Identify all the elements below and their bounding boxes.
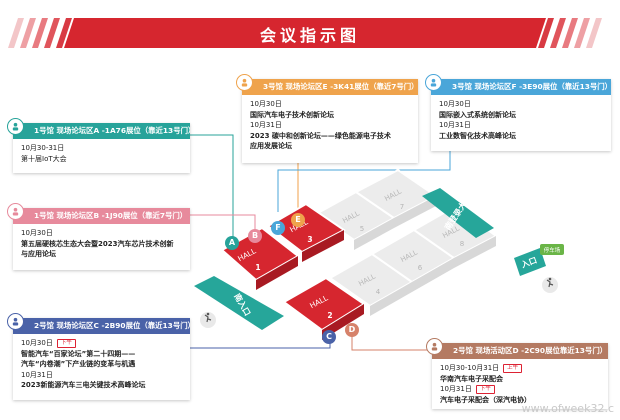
card-e-header: 3号馆 现场论坛区E -3K41展位（靠近7号门）	[242, 79, 418, 95]
card-d-tag-morning: 上午	[503, 364, 523, 373]
entrance-block	[514, 248, 546, 276]
card-a-person-icon	[7, 118, 24, 135]
card-f-event2: 工业数智化技术高峰论坛	[439, 131, 516, 140]
hall-7-number: 7	[400, 203, 404, 211]
header-banner: 会议指示图	[0, 16, 620, 58]
card-d-header: 2号馆 现场活动区D -2C90展位靠近13号门）	[432, 343, 608, 359]
card-d-date2: 10月31日	[440, 385, 472, 393]
header-banner-graphic	[8, 18, 602, 48]
card-b-event-line1: 第五届硬核芯生态大会暨2023汽车芯片技术创新	[21, 239, 174, 248]
card-e-date2: 10月31日	[250, 121, 282, 129]
marker-b: B	[248, 229, 262, 243]
card-e-date1: 10月30日	[250, 100, 282, 108]
card-f-header: 3号馆 现场论坛区F -3E90展位（靠近13号门）	[431, 79, 611, 95]
card-activity-d: 2号馆 现场活动区D -2C90展位靠近13号门） 10月30-10月31日上午…	[432, 343, 608, 409]
card-a-date: 10月30-31日	[21, 144, 65, 152]
marker-d: D	[345, 323, 359, 337]
parking-sign	[540, 244, 564, 255]
watermark: www.ofweek32.c	[521, 402, 614, 415]
card-c-event2: 2023新能源汽车三电关键技术高峰论坛	[21, 381, 146, 389]
card-forum-b: 1号馆 现场论坛区B -1J90展位（靠近7号门） 10月30日 第五届硬核芯生…	[13, 208, 190, 270]
hall-2-number: 2	[327, 311, 332, 320]
marker-e: E	[291, 213, 305, 227]
card-c-event1-line1: 智能汽车“百家论坛”第二十四期——	[21, 349, 136, 358]
hall-6-number: 6	[418, 264, 423, 272]
card-d-person-icon	[426, 338, 443, 355]
card-b-date: 10月30日	[21, 229, 53, 237]
card-e-event2-line1: 2023 碳中和创新论坛——绿色能源电子技术	[250, 131, 391, 140]
south-entrance-corridor	[194, 276, 284, 330]
hall-8-number: 8	[460, 240, 464, 248]
card-f-event1: 国际嵌入式系统创新论坛	[439, 110, 516, 119]
card-forum-f: 3号馆 现场论坛区F -3E90展位（靠近13号门） 10月30日 国际嵌入式系…	[431, 79, 611, 151]
card-c-date1: 10月30日	[21, 339, 53, 347]
hall-3-number: 3	[307, 235, 312, 244]
card-d-event2: 汽车电子采配会（深汽电协）	[440, 395, 531, 404]
card-forum-e: 3号馆 现场论坛区E -3K41展位（靠近7号门） 10月30日 国际汽车电子技…	[242, 79, 418, 163]
hall-4-number: 4	[376, 288, 381, 296]
card-e-person-icon	[236, 74, 253, 91]
page-title: 会议指示图	[259, 26, 360, 45]
marker-a: A	[225, 236, 239, 250]
card-a-header: 1号馆 现场论坛区A -1A76展位（靠近13号门）	[13, 123, 190, 139]
card-d-event1: 华南汽车电子采配会	[440, 374, 503, 383]
card-c-header: 2号馆 现场论坛区C -2B90展位（靠近13号门）	[13, 318, 190, 334]
card-c-person-icon	[7, 313, 24, 330]
card-c-date2: 10月31日	[21, 370, 53, 379]
card-forum-a: 1号馆 现场论坛区A -1A76展位（靠近13号门） 10月30-31日 第十届…	[13, 123, 190, 173]
card-d-date1: 10月30-10月31日	[440, 364, 500, 372]
card-b-header: 1号馆 现场论坛区B -1J90展位（靠近7号门）	[13, 208, 190, 224]
parking-label: 停车场	[544, 246, 561, 254]
card-c-tag-afternoon: 下午	[56, 339, 76, 348]
card-e-event2-line2: 应用发展论坛	[250, 142, 292, 150]
card-c-event1-line2: 汽车“内卷潮”下产业链的变革与机遇	[21, 360, 136, 368]
card-f-date2: 10月31日	[439, 121, 471, 129]
card-b-person-icon	[7, 203, 24, 220]
card-a-event: 第十届IoT大会	[21, 154, 67, 163]
marker-c: C	[322, 330, 336, 344]
card-d-tag-afternoon: 下午	[475, 385, 495, 394]
card-f-date1: 10月30日	[439, 100, 471, 108]
card-b-event-line2: 与应用论坛	[21, 250, 56, 258]
hall-5-number: 5	[360, 225, 364, 233]
hall-1-number: 1	[255, 263, 260, 272]
south-hall-corridor	[422, 188, 494, 238]
marker-f: F	[271, 221, 285, 235]
card-forum-c: 2号馆 现场论坛区C -2B90展位（靠近13号门） 10月30日下午 智能汽车…	[13, 318, 190, 400]
card-f-person-icon	[425, 74, 442, 91]
card-e-event1: 国际汽车电子技术创新论坛	[250, 110, 334, 119]
